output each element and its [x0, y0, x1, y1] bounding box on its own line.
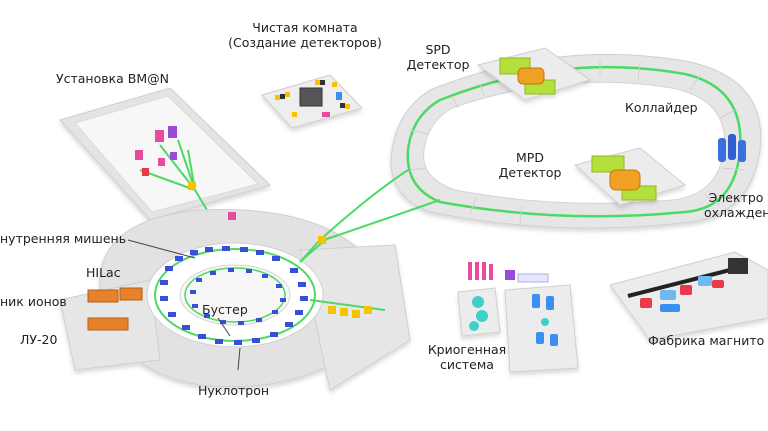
cryogenic-label: Криогенная система [412, 342, 522, 372]
spd-label: SPD Детектор [405, 42, 471, 72]
hilac-linac [87, 287, 143, 303]
electron-cooling-label-line2: охлажден [704, 205, 768, 220]
cryogenic-label-line2: система [440, 357, 494, 372]
spd-label-line2: Детектор [406, 57, 470, 72]
nuclotron-magnets [160, 246, 308, 345]
cryogenic-platform [457, 284, 579, 373]
collider-segments [409, 60, 746, 225]
hilac-label: HILac [86, 265, 121, 280]
booster-magnets [190, 268, 286, 325]
injection-magnet [228, 212, 236, 220]
mpd-label: MPD Детектор [490, 150, 570, 180]
clean-room-label-line1: Чистая комната [252, 20, 358, 35]
electron-cooling-label: Электро охлажден [704, 190, 768, 220]
magnet-factory-label: Фабрика магнито [648, 333, 765, 348]
ion-source-label: ник ионов [0, 294, 67, 309]
booster-label: Бустер [202, 302, 248, 317]
booster-beam [184, 267, 286, 323]
transfer-magnet [318, 236, 326, 244]
mpd-label-line1: MPD [516, 150, 544, 165]
mpd-label-line2: Детектор [498, 165, 562, 180]
cryogenic-equipment [468, 262, 558, 346]
collider-label: Коллайдер [625, 100, 698, 115]
booster-ring [179, 264, 291, 326]
electron-cooling-label-line1: Электро [708, 190, 764, 205]
magnet-factory-equipment [627, 258, 748, 312]
collider-beam-line [406, 65, 742, 218]
lu20-linac [87, 317, 129, 331]
electron-cooling [718, 134, 746, 162]
spd-label-line1: SPD [425, 42, 451, 57]
clean-room-label-line2: (Создание детекторов) [228, 35, 382, 50]
bmn-hall [59, 87, 271, 221]
spd-detector [476, 47, 592, 101]
clean-room-label: Чистая комната (Создание детекторов) [220, 20, 390, 50]
bmn-label: Установка BM@N [56, 71, 170, 86]
extraction-line [309, 299, 386, 318]
clean-room [261, 74, 363, 129]
cryogenic-label-line1: Криогенная [427, 342, 507, 357]
mpd-detector [573, 147, 687, 206]
lu20-label: ЛУ-20 [20, 332, 58, 347]
leader-lines [127, 239, 241, 371]
internal-target-label: нутренняя мишень [0, 231, 127, 246]
nuclotron-label: Нуклотрон [198, 383, 270, 398]
